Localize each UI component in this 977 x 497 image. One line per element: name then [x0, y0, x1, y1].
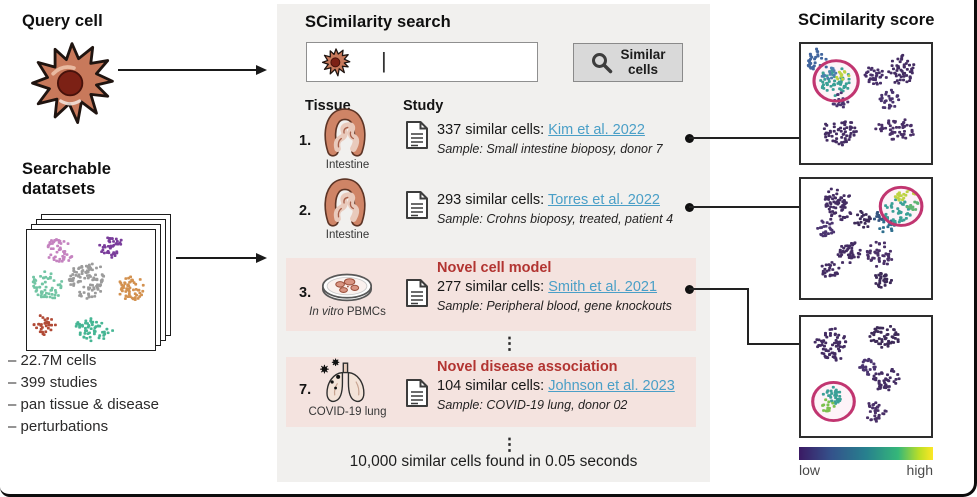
row2-rank: 2. — [299, 203, 312, 219]
arrow-query-to-search — [118, 69, 258, 71]
datasets-title-line2: datatsets — [22, 180, 96, 198]
dataset-stats-list: – 22.7M cells – 399 studies – pan tissue… — [8, 350, 159, 438]
row2-study-link[interactable]: Torres et al. 2022 — [547, 192, 660, 208]
score-plot-1 — [799, 42, 933, 165]
datasets-title-line1: Searchable — [22, 160, 112, 178]
similar-cells-button-label: Similar cells — [620, 46, 666, 77]
virus-particles — [320, 358, 341, 390]
row7-sample-line: Sample: COVID-19 lung, donor 02 — [437, 398, 628, 412]
vertical-ellipsis: ⋮ — [501, 334, 518, 353]
dataset-umap-scatter — [29, 232, 153, 348]
score-plot-2 — [799, 177, 933, 300]
row3-tissue-label: In vitro PBMCs — [309, 306, 386, 318]
query-cell-title: Query cell — [22, 12, 103, 30]
connector-line-row3b — [747, 288, 749, 345]
similar-cells-button[interactable]: Similar cells — [573, 43, 683, 82]
cell-nucleus — [56, 69, 84, 97]
connector-line-row3c — [747, 343, 799, 345]
row3-rank: 3. — [299, 285, 312, 301]
row1-tissue-label: Intestine — [325, 159, 370, 171]
connector-line-row2 — [689, 206, 799, 208]
row7-study-link[interactable]: Johnson et al. 2023 — [548, 378, 675, 394]
connector-line-row1 — [689, 137, 799, 139]
search-input[interactable]: | — [306, 42, 538, 82]
colorbar-low-label: low — [799, 462, 821, 478]
row2-result-line: 293 similar cells: Torres et al. 2022 — [437, 192, 660, 208]
score-umap-2 — [801, 179, 931, 298]
colorbar-high-label: high — [906, 462, 933, 478]
column-header-study: Study — [403, 98, 444, 114]
row3-novel-tag: Novel cell model — [437, 260, 552, 276]
query-cell-icon — [31, 42, 114, 125]
row1-sample-line: Sample: Small intestine bioposy, donor 7 — [437, 142, 663, 156]
arrow-query-head-icon — [256, 65, 267, 75]
row1-result-line: 337 similar cells: Kim et al. 2022 — [437, 122, 645, 138]
row3-result-line: 277 similar cells: Smith et al. 2021 — [437, 279, 658, 295]
score-colorbar — [799, 447, 933, 460]
search-panel-title: SCimilarity search — [305, 13, 451, 31]
vertical-ellipsis: ⋮ — [501, 435, 518, 454]
score-panel-title: SCimilarity score — [798, 11, 935, 29]
arrow-datasets-to-list — [176, 257, 258, 259]
row7-rank: 7. — [299, 382, 312, 398]
stat-cells: – 22.7M cells — [8, 352, 97, 369]
search-summary-text: 10,000 similar cells found in 0.05 secon… — [349, 453, 638, 470]
score-umap-3 — [801, 317, 931, 436]
row2-sample-line: Sample: Crohns bioposy, treated, patient… — [437, 212, 674, 226]
row3-study-link[interactable]: Smith et al. 2021 — [548, 279, 658, 295]
stat-studies: – 399 studies — [8, 374, 98, 391]
intestine-icon — [324, 108, 366, 157]
arrow-datasets-head-icon — [256, 253, 267, 263]
petri-dish-icon — [321, 273, 373, 302]
document-icon — [406, 279, 428, 307]
row7-result-line: 104 similar cells: Johnson et al. 2023 — [437, 378, 675, 394]
score-umap-1 — [801, 44, 931, 163]
row7-tissue-label: COVID-19 lung — [308, 406, 387, 418]
row7-novel-tag: Novel disease association — [437, 359, 618, 375]
row1-study-link[interactable]: Kim et al. 2022 — [548, 122, 645, 138]
document-icon — [406, 379, 428, 407]
score-plot-3 — [799, 315, 933, 438]
stat-tissue-disease: – pan tissue & disease — [8, 396, 159, 413]
intestine-icon — [324, 178, 366, 227]
row3-sample-line: Sample: Peripheral blood, gene knockouts — [437, 299, 672, 313]
covid-lung-icon — [320, 358, 365, 403]
dataset-card-front — [26, 229, 156, 351]
row2-tissue-label: Intestine — [325, 229, 370, 241]
connector-line-row3a — [689, 288, 749, 290]
row1-rank: 1. — [299, 133, 312, 149]
text-cursor: | — [381, 48, 387, 73]
document-icon — [406, 121, 428, 149]
stat-perturbations: – perturbations — [8, 418, 109, 435]
magnifier-icon — [592, 52, 613, 73]
query-cell-chip-icon — [321, 48, 351, 77]
document-icon — [406, 191, 428, 219]
